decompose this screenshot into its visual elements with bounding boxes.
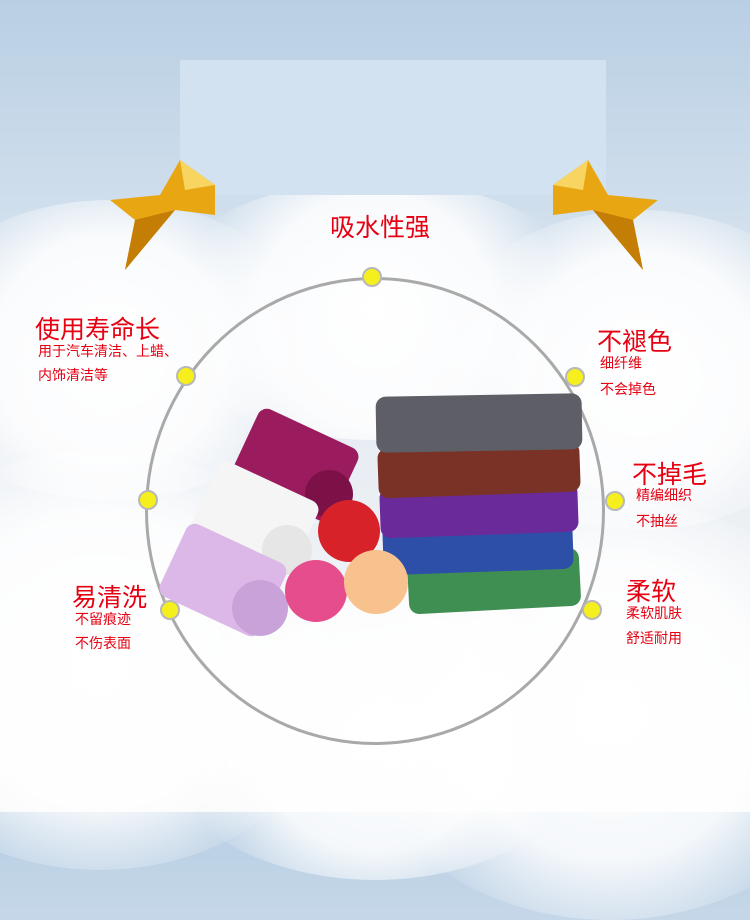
feature-line: 不抽丝 <box>636 514 678 530</box>
feature-title: 不掉毛 <box>632 460 708 489</box>
title-banner <box>180 60 606 195</box>
left-dot <box>138 490 158 510</box>
feature-line: 精编细织 <box>636 488 692 504</box>
feature-title: 不褪色 <box>597 327 673 356</box>
feature-line: 不留痕迹 <box>75 612 131 628</box>
feature-title: 易清洗 <box>72 583 148 612</box>
top-dot <box>362 267 382 287</box>
feature-line: 舒适耐用 <box>626 631 682 647</box>
feature-title: 使用寿命长 <box>35 315 161 344</box>
feature-title: 柔软 <box>626 577 677 606</box>
right-ribbon-icon <box>553 160 658 270</box>
feature-dot <box>160 600 180 620</box>
feature-dot <box>176 366 196 386</box>
feature-line: 不伤表面 <box>75 636 131 652</box>
feature-line: 柔软肌肤 <box>626 606 682 622</box>
left-ribbon-icon <box>110 160 215 270</box>
feature-line: 用于汽车清洁、上蜡、 <box>38 344 178 360</box>
feature-line: 不会掉色 <box>600 382 656 398</box>
feature-dot <box>565 367 585 387</box>
feature-dot <box>605 491 625 511</box>
feature-line: 细纤维 <box>600 356 642 372</box>
feature-line: 内饰清洁等 <box>38 368 108 384</box>
center-title: 吸水性强 <box>330 213 431 242</box>
feature-dot <box>582 600 602 620</box>
